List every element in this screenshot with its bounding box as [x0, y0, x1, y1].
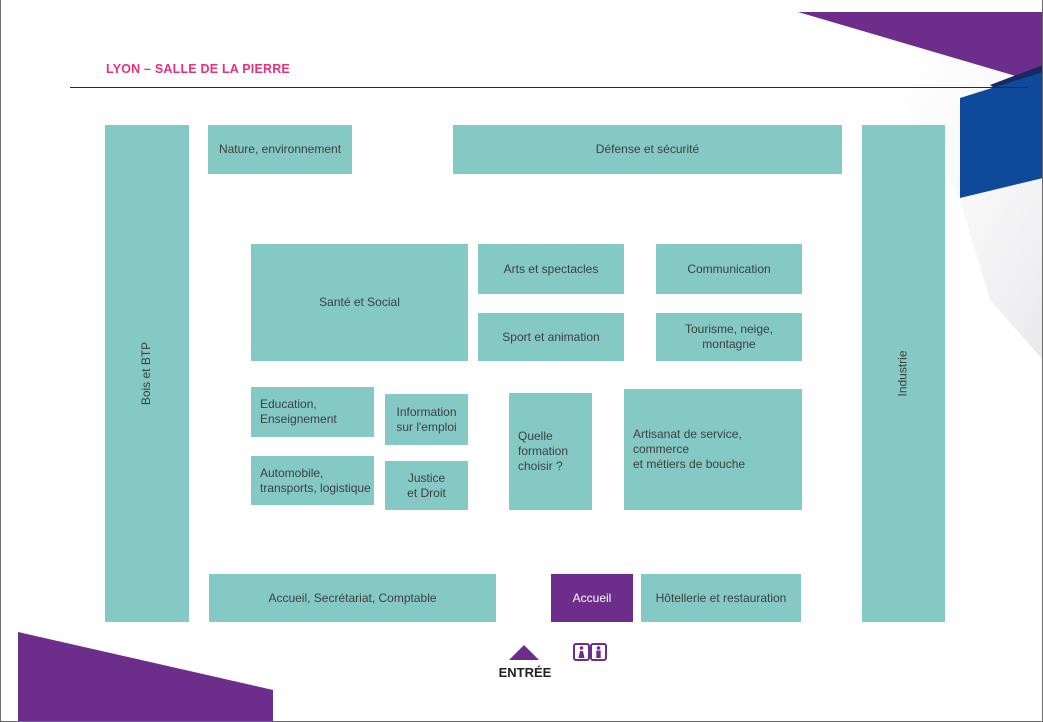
entrance-label: ENTRÉE [498, 665, 552, 680]
stand-nature: Nature, environnement [208, 125, 352, 174]
page-left-border [0, 0, 1, 721]
stand-defense: Défense et sécurité [453, 125, 842, 174]
blue-band-shape [960, 72, 1042, 198]
stand-industrie: Industrie [862, 125, 945, 622]
stand-communication: Communication [656, 244, 802, 294]
stand-justice: Justice et Droit [385, 461, 468, 510]
stand-education: Education, Enseignement [251, 387, 374, 437]
entrance-arrow-icon [509, 645, 539, 660]
bottom-left-purple-shape [18, 632, 273, 721]
stand-arts: Arts et spectacles [478, 244, 624, 294]
page-title: LYON – SALLE DE LA PIERRE [106, 62, 290, 76]
stand-hotellerie: Hôtellerie et restauration [641, 574, 801, 622]
stand-accueil: Accueil [551, 574, 633, 622]
stand-sante: Santé et Social [251, 244, 468, 361]
stand-artisanat: Artisanat de service, commerce et métier… [624, 389, 802, 510]
header-divider [70, 87, 1028, 88]
stand-accueil-secretariat: Accueil, Secrétariat, Comptable [209, 574, 496, 622]
stand-quelle-formation: Quelle formation choisir ? [509, 393, 592, 510]
restroom-icon [573, 643, 607, 661]
stand-information: Information sur l'emploi [385, 394, 468, 445]
stand-bois-btp: Bois et BTP [105, 125, 189, 622]
stand-bois-btp-label: Bois et BTP [139, 341, 154, 406]
stand-automobile: Automobile, transports, logistique [251, 456, 374, 505]
stand-sport: Sport et animation [478, 313, 624, 361]
purple-band-shape [798, 12, 1042, 84]
stand-tourisme: Tourisme, neige, montagne [656, 313, 802, 361]
stand-industrie-label: Industrie [896, 350, 910, 397]
